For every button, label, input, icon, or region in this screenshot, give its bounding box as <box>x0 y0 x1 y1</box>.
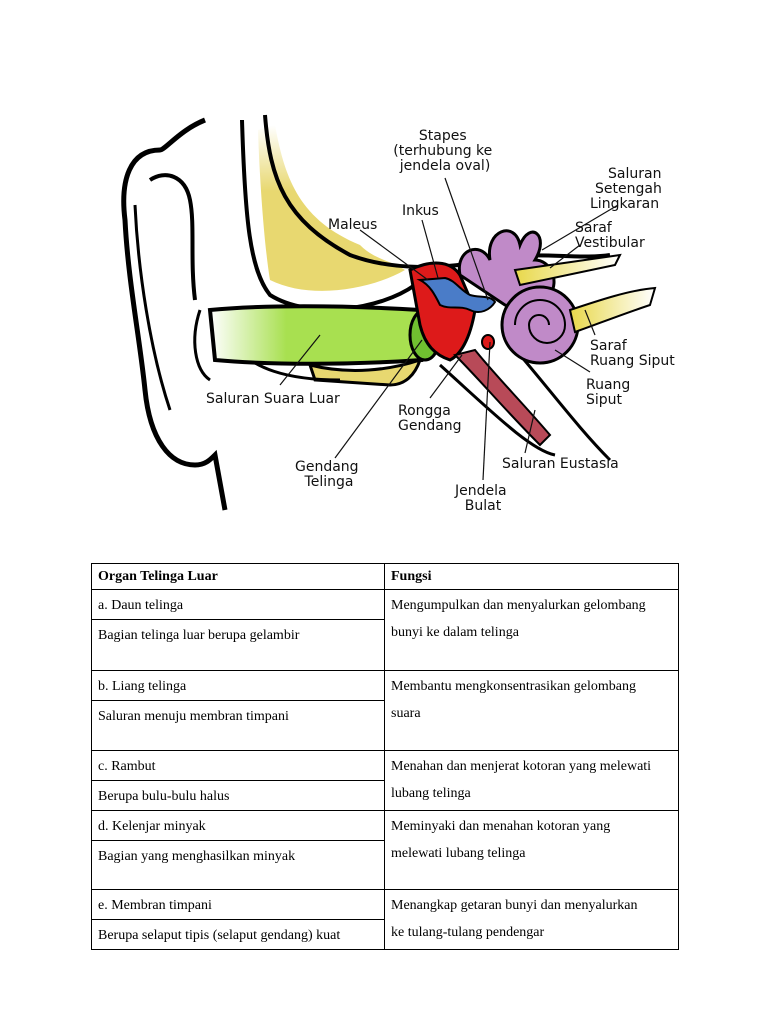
organ-cell: b. Liang telinga <box>91 670 385 701</box>
fungsi-line: bunyi ke dalam telinga <box>391 625 519 640</box>
label-saluran-setengah-lingkaran: Saluran Setengah Lingkaran <box>590 166 666 212</box>
label-saraf-vestibular: Saraf Vestibular <box>575 220 645 251</box>
ossicles <box>416 276 497 313</box>
organ-cell: d. Kelenjar minyak <box>91 810 385 841</box>
organ-cell: c. Rambut <box>91 750 385 781</box>
organ-description-cell: Saluran menuju membran timpani <box>91 700 385 751</box>
label-srs-2: Ruang Siput <box>590 353 675 369</box>
label-saluran-suara-luar: Saluran Suara Luar <box>206 391 340 407</box>
fungsi-line: Menangkap getaran bunyi dan menyalurkan <box>391 898 638 913</box>
fungsi-cell: Meminyaki dan menahan kotoran yang melewa… <box>384 810 679 890</box>
fungsi-cell: Menahan dan menjerat kotoran yang melewa… <box>384 750 679 811</box>
label-sv-2: Vestibular <box>575 235 645 251</box>
pinna-shape <box>121 117 228 511</box>
label-rs-1: Ruang <box>586 377 630 393</box>
label-gt-1: Gendang <box>295 459 359 475</box>
label-stapes-3: jendela oval) <box>399 158 491 174</box>
fungsi-cell: Mengumpulkan dan menyalurkan gelombang bu… <box>384 589 679 671</box>
label-inkus: Inkus <box>402 203 439 219</box>
table-row: Berupa bulu-bulu halus <box>91 780 679 811</box>
header-fungsi: Fungsi <box>384 563 679 590</box>
fungsi-line: suara <box>391 706 421 721</box>
table-header-row: Organ Telinga Luar Fungsi <box>91 563 679 590</box>
label-rg-2: Gendang <box>398 418 462 434</box>
fungsi-line: Mengumpulkan dan menyalurkan gelombang <box>391 598 646 613</box>
table-row: c. Rambut Menahan dan menjerat kotoran ya… <box>91 750 679 811</box>
fungsi-cell: Membantu mengkonsentrasikan gelombang sua… <box>384 670 679 751</box>
label-srs-1: Saraf <box>590 338 628 354</box>
fungsi-line: Membantu mengkonsentrasikan gelombang <box>391 679 636 694</box>
table-row: Bagian telinga luar berupa gelambir <box>91 619 679 671</box>
label-stapes: Stapes (terhubung ke jendela oval) <box>393 128 496 174</box>
label-saluran-eustasia: Saluran Eustasia <box>502 456 619 472</box>
temporal-bone-upper <box>258 125 405 291</box>
label-rg-1: Rongga <box>398 403 451 419</box>
outer-ear-organ-table: Organ Telinga Luar Fungsi a. Daun teling… <box>91 563 679 950</box>
label-rongga-gendang: Rongga Gendang <box>398 403 462 434</box>
header-organ: Organ Telinga Luar <box>91 563 385 590</box>
table-row: Saluran menuju membran timpani <box>91 700 679 751</box>
fungsi-line: lubang telinga <box>391 786 471 801</box>
organ-description-cell: Berupa bulu-bulu halus <box>91 780 385 811</box>
fungsi-line: ke tulang-tulang pendengar <box>391 925 545 940</box>
eustachian-tube <box>453 348 552 447</box>
label-jb-2: Bulat <box>465 498 502 514</box>
label-gendang-telinga: Gendang Telinga <box>295 459 363 490</box>
label-ssl-2: Setengah <box>595 181 662 197</box>
organ-cell: a. Daun telinga <box>91 589 385 620</box>
label-jendela-bulat: Jendela Bulat <box>454 483 511 514</box>
label-rs-2: Siput <box>586 392 623 408</box>
label-ruang-siput: Ruang Siput <box>586 377 635 408</box>
fungsi-cell: Menangkap getaran bunyi dan menyalurkan k… <box>384 889 679 950</box>
organ-description-cell: Berupa selaput tipis (selaput gendang) k… <box>91 919 385 950</box>
organ-cell: e. Membran timpani <box>91 889 385 920</box>
organ-description-cell: Bagian telinga luar berupa gelambir <box>91 619 385 671</box>
label-sv-1: Saraf <box>575 220 613 236</box>
label-gt-2: Telinga <box>304 474 354 490</box>
ear-anatomy-diagram: Stapes (terhubung ke jendela oval) Salur… <box>121 114 675 514</box>
label-stapes-1: Stapes <box>419 128 467 144</box>
fungsi-line: melewati lubang telinga <box>391 846 526 861</box>
label-ssl-3: Lingkaran <box>590 196 659 212</box>
fungsi-line: Meminyaki dan menahan kotoran yang <box>391 819 611 834</box>
fungsi-line: Menahan dan menjerat kotoran yang melewa… <box>391 759 652 774</box>
label-maleus: Maleus <box>328 217 377 233</box>
label-jb-1: Jendela <box>454 483 507 499</box>
table-row: Berupa selaput tipis (selaput gendang) k… <box>91 919 679 950</box>
vestibular-nerve <box>513 253 622 287</box>
label-ssl-1: Saluran <box>608 166 661 182</box>
cochlear-nerve <box>568 286 657 334</box>
label-stapes-2: (terhubung ke <box>393 143 492 159</box>
label-saraf-ruang-siput: Saraf Ruang Siput <box>590 338 675 369</box>
organ-description-cell: Bagian yang menghasilkan minyak <box>91 840 385 890</box>
